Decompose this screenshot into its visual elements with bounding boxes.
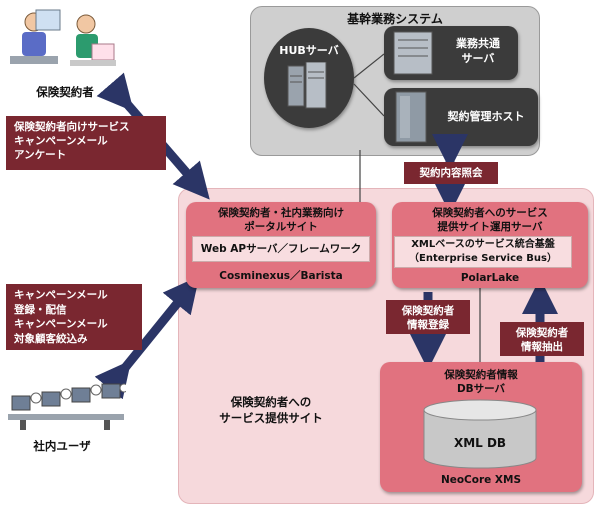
internal-user-label: 社内ユーザ bbox=[33, 439, 91, 453]
service-site-label: 保険契約者への サービス提供サイト bbox=[219, 395, 323, 425]
db-server-title: 保険契約者情報 DBサーバ bbox=[444, 369, 518, 395]
portal-framework: Web APサーバ／フレームワーク bbox=[192, 236, 370, 262]
policyholder-services-label: 保険契約者向けサービス キャンペーンメール アンケート bbox=[6, 116, 166, 170]
common-server-label: 業務共通 サーバ bbox=[456, 37, 500, 65]
contract-inquiry-label: 契約内容照会 bbox=[404, 162, 498, 184]
internal-services-label: キャンペーンメール 登録・配信 キャンペーンメール 対象顧客絞込み bbox=[6, 284, 142, 350]
policyholder-people-icon bbox=[10, 9, 116, 66]
service-server-product: PolarLake bbox=[460, 272, 520, 284]
arrow-internal bbox=[94, 276, 200, 400]
info-register-label: 保険契約者 情報登録 bbox=[386, 300, 470, 334]
hub-server-icon bbox=[287, 62, 327, 109]
common-server-icon bbox=[393, 31, 433, 75]
xml-db-label: XML DB bbox=[453, 436, 507, 450]
policyholder-label: 保険契約者 bbox=[36, 85, 94, 99]
contract-host-icon bbox=[395, 91, 427, 143]
db-product: NeoCore XMS bbox=[440, 474, 522, 486]
hub-server-label: HUBサーバ bbox=[279, 44, 339, 57]
service-server-title: 保険契約者へのサービス 提供サイト運用サーバ bbox=[432, 207, 548, 233]
core-system-title: 基幹業務システム bbox=[347, 12, 443, 26]
xml-db-cylinder-icon bbox=[423, 399, 537, 469]
portal-title: 保険契約者・社内業務向け ポータルサイト bbox=[218, 207, 344, 233]
internal-users-icon bbox=[8, 383, 126, 430]
esb-box: XMLベースのサービス統合基盤 （Enterprise Service Bus） bbox=[394, 236, 572, 268]
info-extract-label: 保険契約者 情報抽出 bbox=[500, 322, 584, 356]
contract-host-label: 契約管理ホスト bbox=[447, 110, 525, 123]
portal-product: Cosminexus／Barista bbox=[219, 270, 343, 282]
